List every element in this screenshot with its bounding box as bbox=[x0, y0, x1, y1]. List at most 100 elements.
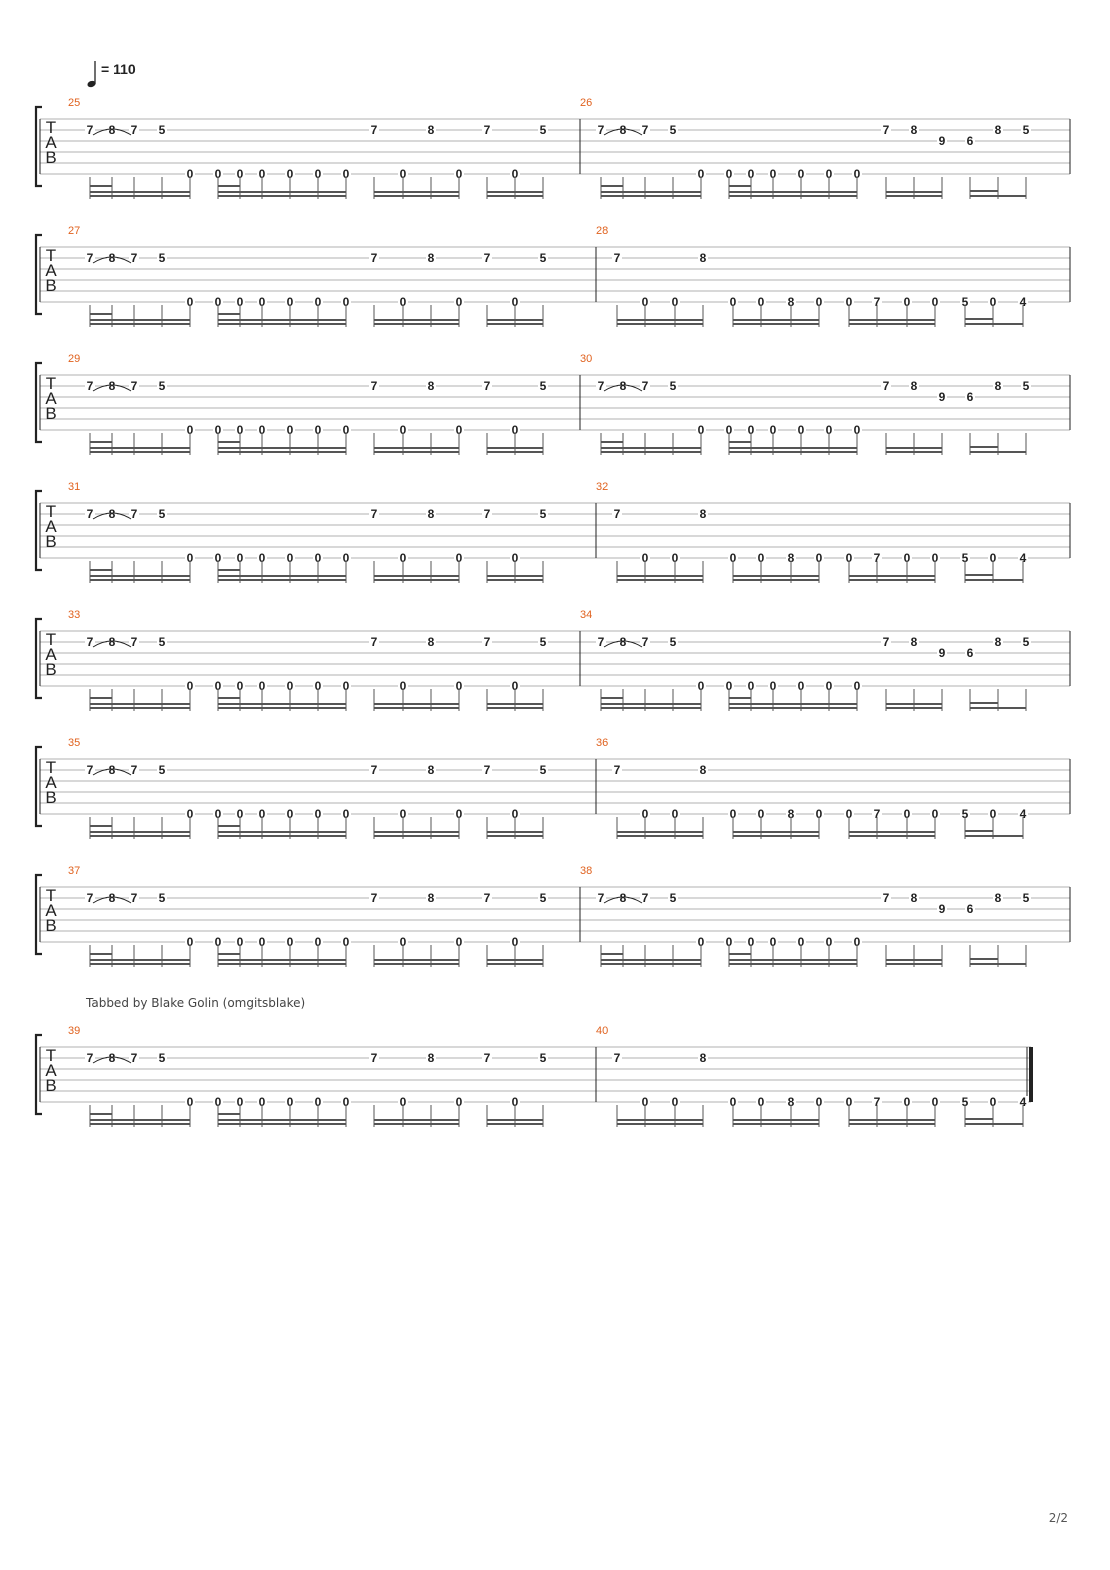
fret-mask bbox=[510, 936, 520, 948]
fret-mask bbox=[852, 168, 862, 180]
slur bbox=[603, 640, 643, 648]
fret-mask bbox=[538, 124, 548, 136]
tab-clef-letter: A bbox=[45, 901, 57, 920]
fret-number: 8 bbox=[109, 251, 116, 265]
fret-number: 0 bbox=[642, 295, 649, 309]
fret-number: 0 bbox=[730, 551, 737, 565]
beam bbox=[90, 831, 190, 833]
fret-number: 5 bbox=[159, 379, 166, 393]
fret-number: 5 bbox=[670, 379, 677, 393]
fret-mask bbox=[930, 808, 940, 820]
fret-mask bbox=[85, 892, 95, 904]
beam bbox=[90, 575, 190, 577]
fret-number: 0 bbox=[932, 1095, 939, 1109]
fret-number: 5 bbox=[159, 1051, 166, 1065]
fret-mask bbox=[157, 252, 167, 264]
fret-number: 4 bbox=[1020, 551, 1027, 565]
slur bbox=[603, 128, 643, 136]
beam bbox=[218, 575, 346, 577]
fret-number: 5 bbox=[670, 123, 677, 137]
fret-mask bbox=[482, 508, 492, 520]
fret-mask bbox=[872, 1096, 882, 1108]
beam bbox=[733, 319, 819, 321]
fret-number: 0 bbox=[816, 1095, 823, 1109]
fret-number: 6 bbox=[967, 134, 974, 148]
fret-number: 0 bbox=[512, 807, 519, 821]
fret-mask bbox=[213, 424, 223, 436]
fret-mask bbox=[213, 808, 223, 820]
fret-mask bbox=[960, 296, 970, 308]
fret-mask bbox=[618, 636, 628, 648]
fret-number: 8 bbox=[620, 635, 627, 649]
fret-mask bbox=[398, 808, 408, 820]
fret-number: 9 bbox=[939, 390, 946, 404]
fret-mask bbox=[612, 1052, 622, 1064]
fret-number: 0 bbox=[215, 295, 222, 309]
fret-number: 0 bbox=[512, 551, 519, 565]
beam bbox=[729, 707, 857, 709]
beam bbox=[965, 579, 1023, 581]
fret-number: 7 bbox=[371, 635, 378, 649]
slur bbox=[92, 256, 132, 264]
fret-mask bbox=[696, 424, 706, 436]
fret-number: 5 bbox=[1023, 123, 1030, 137]
fret-number: 8 bbox=[911, 635, 918, 649]
beam bbox=[970, 707, 1026, 709]
fret-mask bbox=[852, 936, 862, 948]
fret-mask bbox=[398, 296, 408, 308]
fret-number: 0 bbox=[758, 1095, 765, 1109]
fret-number: 7 bbox=[484, 123, 491, 137]
measure-number: 25 bbox=[68, 97, 80, 109]
fret-mask bbox=[482, 252, 492, 264]
beam bbox=[487, 831, 543, 833]
beam bbox=[218, 1113, 240, 1115]
beam bbox=[218, 313, 240, 315]
fret-mask bbox=[107, 508, 117, 520]
fret-number: 8 bbox=[911, 379, 918, 393]
fret-number: 0 bbox=[187, 551, 194, 565]
fret-mask bbox=[369, 508, 379, 520]
fret-mask bbox=[426, 1052, 436, 1064]
fret-mask bbox=[937, 903, 947, 915]
fret-number: 0 bbox=[187, 295, 194, 309]
fret-mask bbox=[257, 424, 267, 436]
fret-number: 0 bbox=[770, 423, 777, 437]
fret-number: 0 bbox=[826, 167, 833, 181]
fret-mask bbox=[454, 936, 464, 948]
slur bbox=[92, 128, 132, 136]
fret-number: 0 bbox=[259, 807, 266, 821]
tab-clef-letter: T bbox=[46, 502, 56, 521]
beam bbox=[90, 963, 190, 965]
fret-number: 0 bbox=[798, 423, 805, 437]
measure-number: 36 bbox=[596, 737, 608, 749]
fret-mask bbox=[185, 680, 195, 692]
fret-mask bbox=[640, 552, 650, 564]
slur bbox=[92, 384, 132, 392]
beam bbox=[601, 697, 623, 699]
slur bbox=[92, 512, 132, 520]
fret-mask bbox=[454, 424, 464, 436]
fret-mask bbox=[872, 552, 882, 564]
fret-number: 0 bbox=[932, 551, 939, 565]
fret-number: 0 bbox=[456, 679, 463, 693]
fret-mask bbox=[786, 296, 796, 308]
beam bbox=[970, 195, 1026, 197]
fret-mask bbox=[185, 1096, 195, 1108]
beam bbox=[886, 959, 942, 961]
fret-mask bbox=[313, 296, 323, 308]
beam bbox=[733, 835, 819, 837]
beam bbox=[849, 579, 935, 581]
fret-number: 5 bbox=[540, 507, 547, 521]
fret-number: 0 bbox=[215, 551, 222, 565]
fret-mask bbox=[398, 936, 408, 948]
beam bbox=[90, 1123, 190, 1125]
fret-mask bbox=[988, 552, 998, 564]
fret-number: 0 bbox=[343, 1095, 350, 1109]
fret-mask bbox=[1021, 380, 1031, 392]
beam bbox=[729, 441, 751, 443]
fret-number: 0 bbox=[237, 807, 244, 821]
fret-mask bbox=[930, 296, 940, 308]
beam bbox=[218, 953, 240, 955]
fret-number: 0 bbox=[400, 423, 407, 437]
measure-number: 30 bbox=[580, 353, 592, 365]
